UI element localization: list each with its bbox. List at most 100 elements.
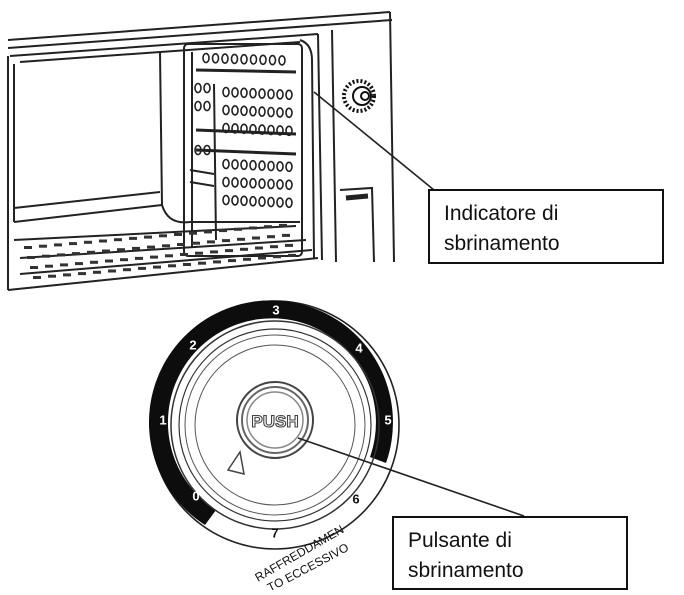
- rack-bar: [45, 264, 53, 268]
- vent-hole: [249, 123, 257, 135]
- rack-bar: [69, 242, 77, 246]
- triangle-marker-icon: [226, 450, 245, 476]
- rack-bar: [180, 253, 188, 256]
- rack-bar: [117, 248, 125, 252]
- vent-hole: [285, 107, 293, 119]
- rack-bar: [132, 246, 140, 250]
- vent-hole: [276, 125, 284, 136]
- rack-bar: [129, 236, 137, 240]
- vent-hole: [267, 124, 275, 136]
- rack-bar: [42, 254, 50, 258]
- callout-indicator-line1: Indicatore di: [444, 202, 559, 225]
- vent-hole: [222, 158, 230, 170]
- rack-bar: [54, 243, 62, 247]
- rack-bar: [207, 240, 215, 244]
- vent-hole: [231, 177, 239, 188]
- vent-hole: [285, 89, 293, 101]
- vent-hole: [231, 105, 239, 116]
- vent-hole: [249, 54, 258, 65]
- rack-bar: [75, 262, 83, 266]
- vent-hole: [211, 52, 220, 64]
- vent-hole: [231, 123, 239, 134]
- rack-bar: [249, 226, 257, 230]
- vent-hole: [230, 53, 239, 65]
- rack-bar: [123, 268, 131, 272]
- dial-number-2: 2: [189, 337, 196, 352]
- rack-bar: [270, 245, 278, 249]
- dial-number-7: 7: [271, 525, 278, 540]
- callout-button-line1: Pulsante di: [408, 529, 512, 552]
- vent-hole: [240, 105, 248, 117]
- vent-hole: [258, 178, 266, 189]
- rack-bar: [138, 266, 146, 270]
- vent-hole: [258, 124, 266, 135]
- rack-bar: [144, 235, 152, 239]
- vent-hole: [258, 196, 266, 207]
- vent-hole: [268, 54, 277, 66]
- vent-hole: [222, 104, 230, 116]
- rack-bar: [255, 246, 263, 250]
- rack-bar: [63, 273, 71, 277]
- freezer-compartment: [7, 11, 395, 291]
- rack-bar: [228, 259, 236, 263]
- vent-hole: [221, 53, 229, 64]
- rack-bar: [87, 250, 95, 254]
- rack-bar: [252, 236, 260, 240]
- rack-bar: [33, 276, 41, 279]
- vent-hole: [258, 88, 266, 99]
- rack-bar: [192, 241, 200, 245]
- rack-bar: [282, 233, 290, 237]
- rack-bar: [240, 247, 248, 251]
- rack-bar: [114, 238, 122, 242]
- vent-hole: [267, 106, 275, 118]
- rack-bar: [159, 234, 167, 238]
- vent-hole: [276, 89, 284, 100]
- vent-hole: [240, 53, 248, 65]
- rack-bar: [39, 244, 47, 248]
- rack-bar: [204, 230, 212, 234]
- callout-button-line2: sbrinamento: [408, 559, 524, 582]
- vent-hole: [222, 86, 230, 98]
- vent-hole: [267, 88, 275, 100]
- dial-number-5: 5: [384, 412, 391, 427]
- rack-bar: [72, 252, 80, 256]
- back-panel-vents: [194, 52, 293, 209]
- vent-hole: [249, 195, 257, 207]
- vent-hole: [276, 179, 284, 190]
- rack-bar: [99, 239, 107, 243]
- vent-hole: [249, 159, 257, 171]
- rack-bar: [60, 263, 68, 267]
- rack-bar: [234, 227, 242, 231]
- vent-hole: [249, 87, 257, 99]
- rack-bar: [210, 250, 218, 254]
- rack-bar: [135, 256, 143, 260]
- callout-indicator-line2: sbrinamento: [444, 232, 560, 255]
- rack-bar: [189, 231, 197, 235]
- vent-hole: [276, 107, 284, 118]
- rack-bar: [102, 249, 110, 253]
- dial-number-6: 6: [352, 491, 359, 506]
- vent-hole: [240, 87, 248, 99]
- vent-hole: [249, 177, 257, 189]
- vent-hole: [231, 159, 239, 170]
- rack-bar: [213, 260, 221, 264]
- vent-hole: [194, 82, 202, 94]
- vent-hole: [203, 100, 211, 112]
- leader-line-button: [297, 437, 525, 517]
- vent-hole: [276, 197, 284, 208]
- floor-rack-pattern: [24, 223, 296, 279]
- vent-hole: [285, 179, 293, 191]
- rack-bar: [120, 258, 128, 262]
- vent-hole: [240, 195, 248, 207]
- rack-bar: [27, 256, 35, 259]
- vent-hole: [222, 176, 230, 188]
- rack-bar: [243, 257, 251, 261]
- vent-hole: [267, 178, 275, 190]
- vent-hole: [285, 125, 293, 137]
- callout-defrost-button: Pulsante di sbrinamento: [392, 516, 628, 590]
- vent-hole: [285, 161, 293, 173]
- push-label: PUSH: [251, 412, 298, 431]
- rack-bar: [222, 239, 230, 243]
- vent-hole: [240, 123, 248, 135]
